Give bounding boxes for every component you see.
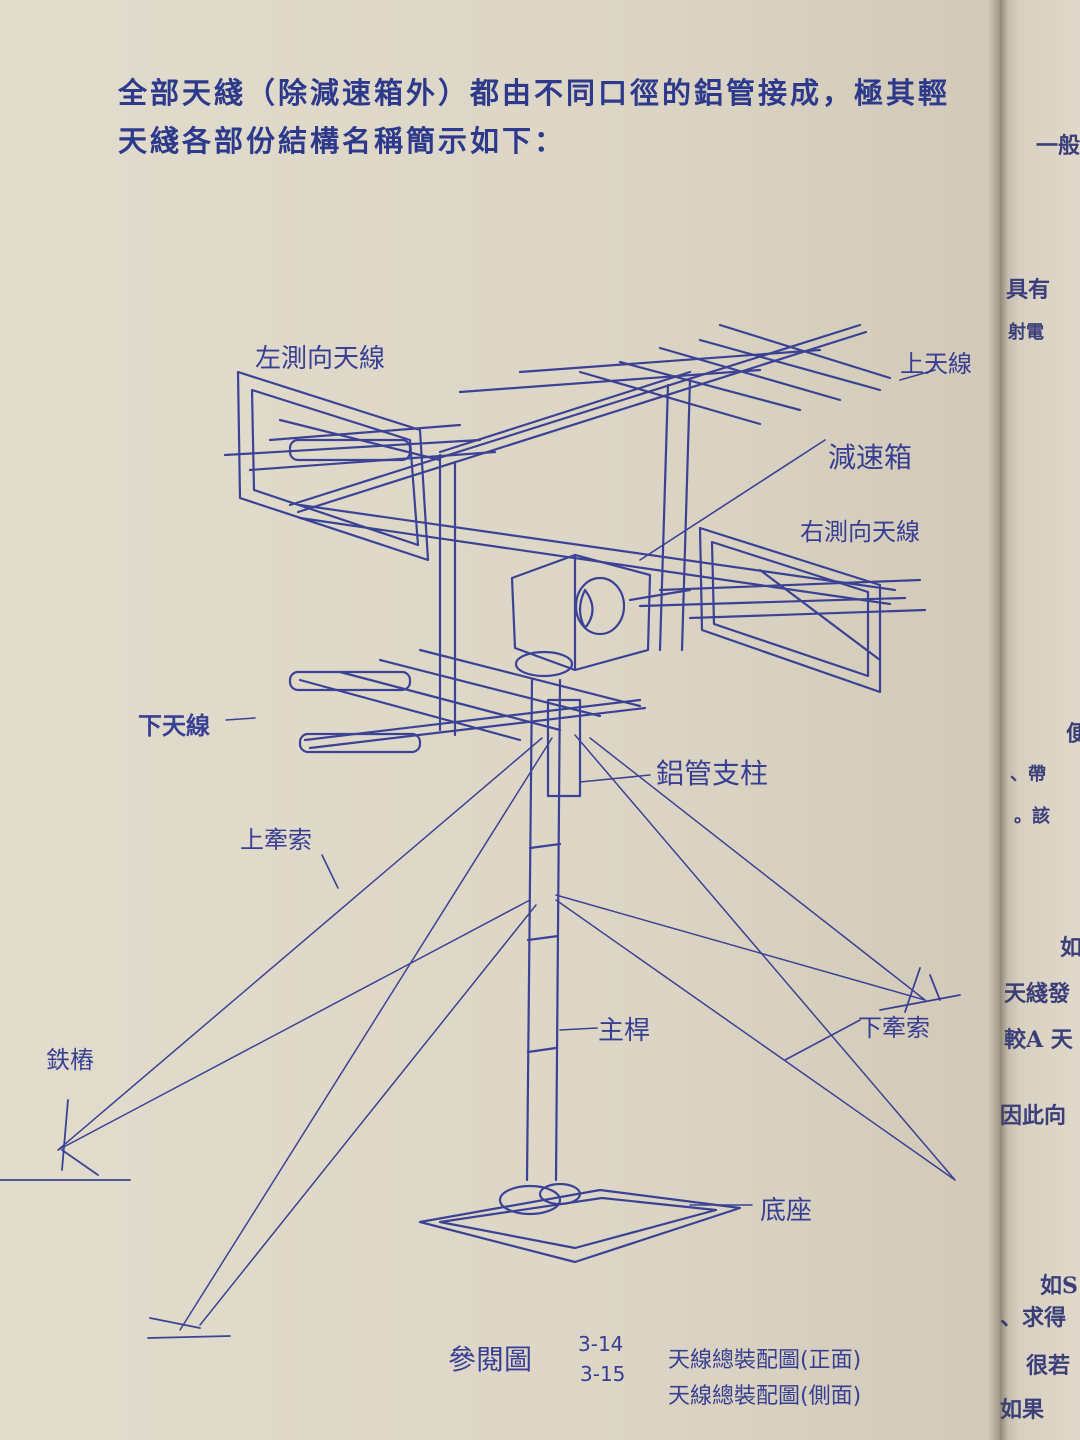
right-page-text: 。該 (1014, 806, 1050, 827)
label-right-lateral-antenna: 右測向天線 (800, 518, 920, 546)
guy-wires (57, 734, 956, 1331)
label-upper-guy-wire: 上牽索 (240, 826, 312, 854)
right-page-text: 、求得 (1000, 1305, 1067, 1331)
right-page-text: 很若 (1026, 1353, 1071, 1379)
right-page-text: 如S (1040, 1273, 1078, 1299)
label-main-mast: 主桿 (598, 1016, 651, 1046)
caption-title-2: 天線總裝配圖(側面) (668, 1384, 862, 1409)
label-base: 底座 (760, 1196, 813, 1226)
right-page-text: 射電 (1008, 322, 1044, 343)
right-page-text: 一般 (1036, 133, 1080, 159)
left-lateral-antenna-drawing (223, 370, 497, 562)
right-page-text: 如 (1060, 935, 1080, 961)
base-drawing (418, 1182, 742, 1264)
main-mast-drawing (514, 650, 582, 1182)
caption-title-1: 天線總裝配圖(正面) (668, 1348, 862, 1373)
right-lateral-antenna-drawing (638, 526, 927, 694)
label-left-lateral-antenna: 左測向天線 (255, 344, 386, 374)
caption-ref-2: 3-15 (580, 1362, 626, 1386)
label-iron-stake: 鉄樁 (46, 1046, 94, 1074)
right-page-text: 具有 (1006, 277, 1051, 303)
heading-line-1: 全部天綫（除減速箱外）都由不同口徑的鋁管接成，極其輕 (118, 76, 951, 110)
label-gearbox: 減速箱 (828, 441, 913, 474)
book-gutter (988, 0, 1008, 1440)
right-page-text: 、帶 (1010, 764, 1046, 785)
antenna-sketch (0, 323, 961, 1339)
ground-stakes-drawing (0, 967, 961, 1339)
label-lower-guy-wire: 下牽索 (858, 1014, 930, 1042)
right-page-text: 如果 (1000, 1397, 1045, 1423)
label-aluminum-pipe-pillar: 鋁管支柱 (656, 757, 769, 790)
upper-antenna-drawing (288, 323, 892, 514)
book-page-right: 一般 具有 射電 便 、帶 。該 如 天綫發 較A 天 因此向 如S 、求得 很… (1000, 0, 1080, 1440)
boom-drawing (298, 370, 897, 737)
caption-ref-1: 3-14 (578, 1332, 624, 1356)
leader-lines (225, 369, 936, 1206)
lower-antenna-drawing (288, 648, 647, 754)
gearbox-drawing (510, 553, 692, 672)
label-upper-antenna: 上天線 (900, 350, 972, 378)
caption-prefix: 參閱圖 (448, 1343, 533, 1376)
right-page-text: 因此向 (1000, 1103, 1067, 1129)
right-page-text: 便 (1066, 721, 1080, 747)
label-lower-antenna: 下天線 (138, 712, 210, 740)
right-page-text: 天綫發 (1004, 981, 1071, 1007)
right-page-text: 較A 天 (1004, 1027, 1073, 1053)
heading-line-2: 天綫各部份結構名稱簡示如下： (118, 124, 567, 158)
